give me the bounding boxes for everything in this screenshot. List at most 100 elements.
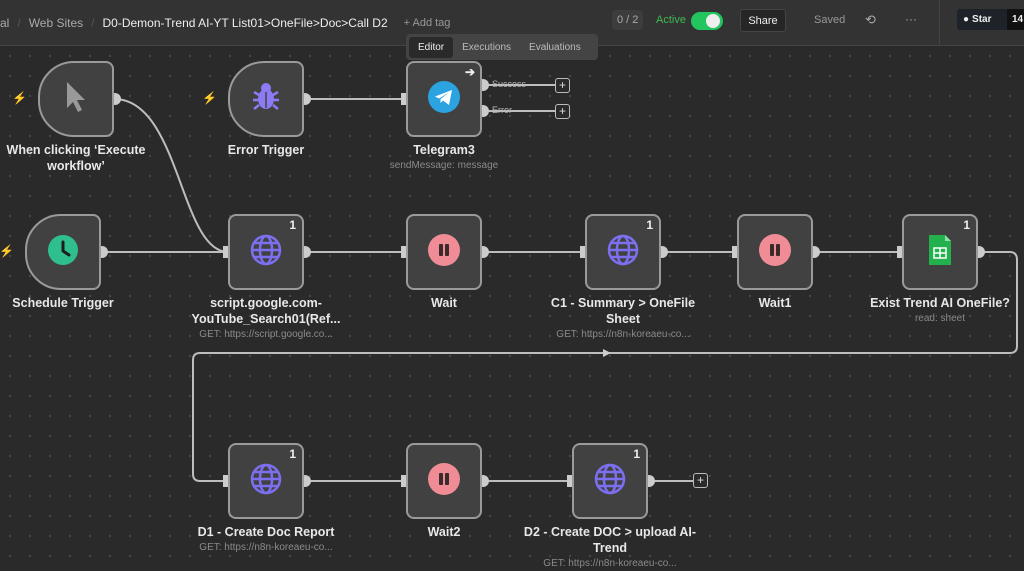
pause-icon [428, 462, 460, 500]
output-label: Success [492, 79, 527, 89]
node-title: Error Trigger [227, 143, 305, 157]
share-button[interactable]: Share [740, 9, 786, 32]
tab-editor[interactable]: Editor [409, 36, 454, 58]
connection-line[interactable] [113, 98, 229, 253]
step-counter: 0 / 2 [612, 10, 644, 30]
breadcrumb-separator: / [91, 15, 95, 30]
input-handle[interactable] [401, 475, 407, 487]
sheets-icon [927, 233, 953, 272]
breadcrumb-separator: / [17, 15, 21, 30]
tab-executions[interactable]: Executions [462, 41, 512, 53]
active-toggle[interactable] [691, 12, 723, 30]
node-label: Wait1 [685, 295, 865, 311]
add-node-button[interactable]: + [693, 473, 708, 488]
node-label: Wait2 [354, 524, 534, 540]
add-node-button[interactable]: + [555, 78, 570, 93]
node-subtitle: sendMessage: message [389, 160, 499, 171]
node-title: D1 - Create Doc Report [197, 525, 335, 539]
direction-arrow-icon [603, 349, 611, 357]
workflow-node[interactable]: ➔ [406, 61, 482, 137]
run-count-badge: 1 [289, 447, 296, 461]
cursor-icon [63, 80, 89, 119]
globe-icon [249, 462, 283, 501]
input-handle[interactable] [401, 246, 407, 258]
workflow-node[interactable]: 1 [228, 443, 304, 519]
node-title: Schedule Trigger [12, 296, 114, 310]
star-count[interactable]: 14 [1007, 9, 1024, 30]
trigger-bolt-icon: ⚡ [202, 91, 217, 105]
globe-icon [593, 462, 627, 501]
arrow-right-icon: ➔ [464, 65, 475, 79]
node-label: script.google.com-YouTube_Search01(Ref..… [176, 295, 356, 342]
node-subtitle: GET: https://n8n-koreaeu-co... [543, 558, 677, 569]
node-title: Wait2 [427, 525, 461, 539]
run-count-badge: 1 [289, 218, 296, 232]
node-title: C1 - Summary > OneFile Sheet [550, 296, 696, 326]
node-title: Wait1 [758, 296, 792, 310]
workflow-node[interactable] [737, 214, 813, 290]
workflow-node[interactable]: 1 [585, 214, 661, 290]
globe-icon [606, 233, 640, 272]
workflow-node[interactable]: 1 [228, 214, 304, 290]
node-subtitle: read: sheet [914, 313, 966, 324]
divider [939, 0, 940, 46]
node-title: Telegram3 [413, 143, 475, 157]
workflow-node[interactable]: 1 [572, 443, 648, 519]
input-handle[interactable] [897, 246, 903, 258]
workflow-node[interactable] [406, 214, 482, 290]
workflow-node[interactable] [25, 214, 101, 290]
node-label: Schedule Trigger [0, 295, 153, 311]
trigger-bolt-icon: ⚡ [0, 244, 14, 258]
node-title: When clicking ‘Execute workflow’ [6, 143, 146, 173]
input-handle[interactable] [732, 246, 738, 258]
node-label: Exist Trend AI OneFile? read: sheet [850, 295, 1024, 326]
input-handle[interactable] [567, 475, 573, 487]
saved-status: Saved [814, 14, 846, 26]
node-subtitle: GET: https://n8n-koreaeu-co... [199, 542, 333, 553]
pause-icon [428, 233, 460, 271]
pause-icon [759, 233, 791, 271]
run-count-badge: 1 [963, 218, 970, 232]
clock-icon [47, 234, 79, 271]
run-count-badge: 1 [646, 218, 653, 232]
breadcrumb-item[interactable]: Web Sites [28, 15, 84, 30]
active-label: Active [656, 14, 686, 26]
node-title: Exist Trend AI OneFile? [870, 296, 1010, 310]
node-title: script.google.com-YouTube_Search01(Ref..… [191, 296, 341, 326]
github-icon: ● [963, 14, 970, 25]
workflow-node[interactable] [38, 61, 114, 137]
workflow-node[interactable] [228, 61, 304, 137]
more-options-button[interactable]: ··· [905, 12, 917, 26]
input-handle[interactable] [223, 246, 229, 258]
history-icon[interactable]: ⟲ [865, 12, 876, 27]
star-label: Star [972, 14, 992, 25]
input-handle[interactable] [580, 246, 586, 258]
globe-icon [249, 233, 283, 272]
bug-icon [249, 80, 283, 119]
output-label: Error [492, 105, 512, 115]
input-handle[interactable] [223, 475, 229, 487]
node-title: Wait [431, 296, 457, 310]
trigger-bolt-icon: ⚡ [12, 91, 27, 105]
tab-evaluations[interactable]: Evaluations [529, 41, 581, 53]
telegram-icon [428, 80, 460, 118]
node-label: Wait [354, 295, 534, 311]
workflow-node[interactable]: 1 [902, 214, 978, 290]
github-star-button[interactable]: ●Star [957, 9, 1007, 30]
node-label: When clicking ‘Execute workflow’ [0, 142, 166, 174]
workflow-node[interactable] [406, 443, 482, 519]
add-tag-button[interactable]: + Add tag [403, 16, 451, 29]
add-node-button[interactable]: + [555, 104, 570, 119]
node-subtitle: GET: https://script.google.co... [199, 329, 333, 340]
workflow-title[interactable]: D0-Demon-Trend AI-YT List01>OneFile>Doc>… [102, 15, 388, 30]
node-title: D2 - Create DOC > upload AI-Trend [523, 525, 697, 555]
input-handle[interactable] [401, 93, 407, 105]
node-label: Telegram3 sendMessage: message [354, 142, 534, 173]
breadcrumb-item[interactable]: al [0, 15, 10, 30]
node-subtitle: GET: https://n8n-koreaeu-co... [556, 329, 690, 340]
run-count-badge: 1 [633, 447, 640, 461]
node-label: Error Trigger [176, 142, 356, 158]
